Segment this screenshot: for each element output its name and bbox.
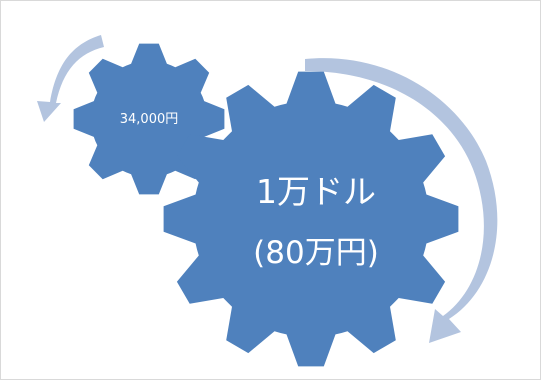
large-gear-icon	[163, 71, 459, 367]
small-gear-rotation-arrow-icon	[37, 35, 104, 122]
large-gear-label-line2: (80万円)	[253, 235, 379, 271]
large-gear-rotation-arrow-icon	[305, 58, 498, 344]
small-gear-label: 34,000円	[120, 112, 179, 127]
large-gear-label-line1: 1万ドル	[256, 172, 376, 211]
